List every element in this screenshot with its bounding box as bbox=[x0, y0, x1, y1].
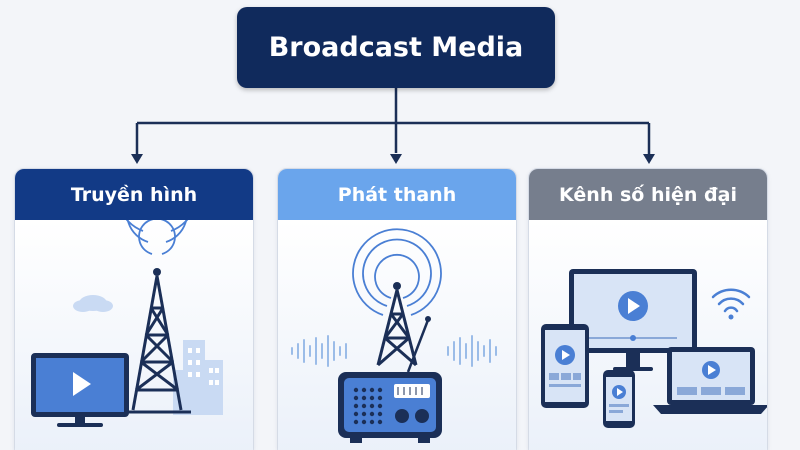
connector-lines bbox=[131, 88, 655, 164]
laptop-icon bbox=[653, 347, 767, 414]
wifi-icon bbox=[711, 288, 751, 313]
signal-waves-icon bbox=[125, 220, 189, 255]
root-title: Broadcast Media bbox=[268, 32, 524, 63]
branch-label-digital: Kênh số hiện đại bbox=[559, 183, 737, 206]
radio-icon bbox=[338, 372, 442, 443]
digital-devices-illustration bbox=[529, 220, 767, 450]
branch-header-digital: Kênh số hiện đại bbox=[529, 169, 767, 220]
monitor-icon bbox=[569, 269, 697, 371]
tv-monitor-icon bbox=[31, 353, 129, 427]
branch-card-tv: Truyền hình bbox=[14, 168, 254, 450]
tv-tower-illustration bbox=[15, 220, 253, 450]
signal-waves-icon bbox=[352, 228, 442, 316]
branch-label-tv: Truyền hình bbox=[70, 183, 198, 206]
smartphone-icon bbox=[603, 370, 635, 428]
branch-header-tv: Truyền hình bbox=[15, 169, 253, 220]
radio-tower-illustration bbox=[278, 220, 516, 450]
sound-wave-icon bbox=[291, 335, 347, 367]
branch-card-digital: Kênh số hiện đại bbox=[528, 168, 768, 450]
cloud-icon bbox=[73, 295, 113, 312]
branch-header-radio: Phát thanh bbox=[278, 169, 516, 220]
radio-tower-icon bbox=[376, 289, 418, 367]
branch-label-radio: Phát thanh bbox=[337, 183, 457, 206]
tablet-icon bbox=[541, 324, 589, 408]
branch-card-radio: Phát thanh bbox=[277, 168, 517, 450]
tv-tower-icon bbox=[123, 275, 191, 414]
root-node: Broadcast Media bbox=[237, 7, 555, 88]
sound-wave-icon bbox=[447, 335, 497, 367]
